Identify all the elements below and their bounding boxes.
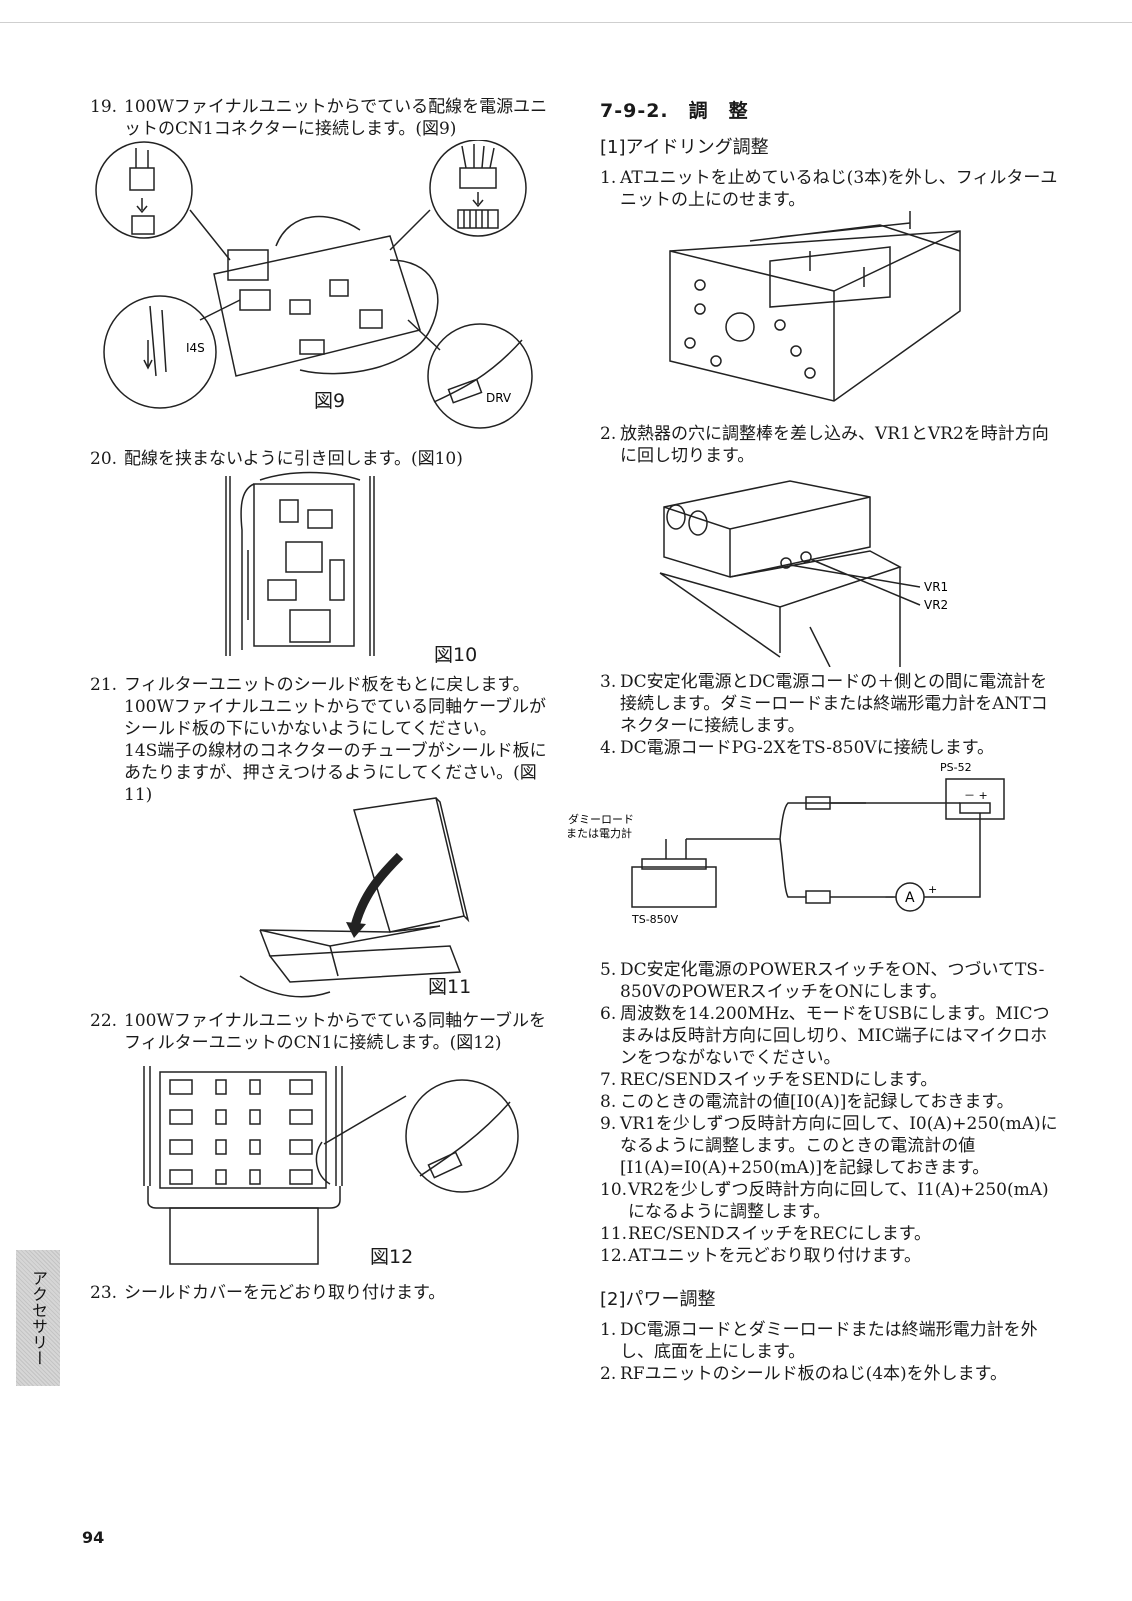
wiring-illustration: I4S DRV (95, 140, 533, 429)
section-heading: 7-9-2. 調 整 (600, 100, 749, 122)
step-number: 5. (600, 960, 617, 980)
top-rule (0, 22, 1132, 23)
step-text: 放熱器の穴に調整棒を差し込み、VR1とVR2を時計方向に回し切ります。 (620, 424, 1049, 466)
step-text: ATユニットを止めているねじ(3本)を外し、フィルターユニットの上にのせます。 (620, 168, 1058, 210)
step-number: 23. (90, 1283, 118, 1303)
label-meter-plus: + (928, 883, 937, 896)
label-14s: I4S (186, 341, 205, 355)
subsection-power: [2]パワー調整 (600, 1289, 716, 1310)
figure-9-caption: 図9 (314, 390, 346, 412)
step-number: 3. (600, 672, 617, 692)
label-terminal-polarity: － + (964, 789, 988, 802)
power-step-1: 1. DC電源コードとダミーロードまたは終端形電力計を外し、底面を上にします。 (600, 1319, 1060, 1363)
step-text-note: 14S端子の線材のコネクターのチューブがシールド板にあたりますが、押さえつけるよ… (124, 741, 547, 805)
step-number: 19. (90, 97, 118, 117)
step-number: 1. (600, 168, 617, 188)
vr-figure: VR1 VR2 (600, 477, 1060, 667)
step-text: DC電源コードPG-2XをTS-850Vに接続します。 (620, 738, 995, 758)
idling-step-5: 5. DC安定化電源のPOWERスイッチをON、つづいてTS-850VのPOWE… (600, 959, 1060, 1003)
at-unit-figure (600, 211, 1060, 411)
idling-step-8: 8. このときの電流計の値[I0(A)]を記録しておきます。 (600, 1091, 1060, 1113)
section-side-tab: アクセサリー (16, 1250, 60, 1386)
idling-step-12: 12. ATユニットを元どおり取り付けます。 (600, 1245, 1060, 1267)
step-text: このときの電流計の値[I0(A)]を記録しておきます。 (620, 1092, 1014, 1112)
step-text: REC/SENDスイッチをSENDにします。 (620, 1070, 938, 1090)
figure-11-caption: 図11 (428, 976, 472, 998)
step-text: ATユニットを元どおり取り付けます。 (628, 1246, 921, 1266)
idling-step-9: 9. VR1を少しずつ反時計方向に回して、I0(A)+250(mA)になるように… (600, 1113, 1060, 1179)
step-text: シールドカバーを元どおり取り付けます。 (124, 1283, 446, 1303)
page-number: 94 (82, 1528, 105, 1547)
step-text: DC電源コードとダミーロードまたは終端形電力計を外し、底面を上にします。 (620, 1320, 1038, 1362)
label-ammeter: A (905, 890, 915, 906)
label-power-meter: または電力計 (566, 826, 632, 840)
step-number: 10. (600, 1180, 628, 1200)
figure-12-caption: 図12 (370, 1246, 414, 1268)
coax-connection-illustration (143, 1066, 519, 1265)
step-20: 20. 配線を挟まないように引き回します。(図10) (90, 448, 550, 470)
step-number: 7. (600, 1070, 617, 1090)
idling-step-11: 11. REC/SENDスイッチをRECにします。 (600, 1223, 1060, 1245)
power-step-2: 2. RFユニットのシールド板のねじ(4本)を外します。 (600, 1363, 1060, 1385)
step-text: 100Wファイナルユニットからでている同軸ケーブルをフィルターユニットのCN1に… (124, 1011, 547, 1053)
subsection-idling: [1]アイドリング調整 (600, 137, 769, 158)
heatsink-illustration: VR1 VR2 (659, 480, 948, 667)
step-number: 9. (600, 1114, 617, 1134)
step-text: RFユニットのシールド板のねじ(4本)を外します。 (620, 1364, 1007, 1384)
step-number: 8. (600, 1092, 617, 1112)
step-text: VR1を少しずつ反時計方向に回して、I0(A)+250(mA)になるように調整し… (620, 1114, 1058, 1178)
step-number: 4. (600, 738, 617, 758)
step-23: 23. シールドカバーを元どおり取り付けます。 (90, 1282, 550, 1304)
step-number: 12. (600, 1246, 628, 1266)
label-drv: DRV (486, 391, 512, 405)
label-vr2: VR2 (924, 598, 948, 612)
side-tab-label: アクセサリー (29, 1270, 48, 1366)
connection-diagram: PS-52 － + ダミーロード または電力計 TS-850V － A + (566, 759, 1046, 949)
connection-diagram-svg: PS-52 － + ダミーロード または電力計 TS-850V － A + (566, 761, 1005, 926)
step-22: 22. 100Wファイナルユニットからでている同軸ケーブルをフィルターユニットの… (90, 1010, 550, 1054)
step-text: VR2を少しずつ反時計方向に回して、I1(A)+250(mA)になるように調整し… (628, 1180, 1049, 1222)
radio-chassis-illustration (669, 211, 961, 402)
figure-12: 図12 (90, 1066, 550, 1268)
step-text: 100Wファイナルユニットからでている配線を電源ユニットのCN1コネクターに接続… (124, 97, 548, 139)
label-ts850v: TS-850V (631, 913, 679, 926)
step-19: 19. 100Wファイナルユニットからでている配線を電源ユニットのCN1コネクタ… (90, 96, 550, 140)
figure-11: 図11 (90, 796, 550, 1000)
step-text: 配線を挟まないように引き回します。(図10) (124, 449, 463, 469)
right-column: 7-9-2. 調 整 [1]アイドリング調整 1. ATユニットを止めているねじ… (566, 96, 1060, 1385)
idling-step-10: 10. VR2を少しずつ反時計方向に回して、I1(A)+250(mA)になるよう… (600, 1179, 1060, 1223)
label-vr1: VR1 (924, 580, 948, 594)
step-21: 21. フィルターユニットのシールド板をもとに戻します。100Wファイナルユニッ… (90, 674, 550, 806)
unit-illustration (225, 471, 375, 656)
label-meter-minus: － (884, 891, 895, 904)
step-number: 2. (600, 424, 617, 444)
idling-step-7: 7. REC/SENDスイッチをSENDにします。 (600, 1069, 1060, 1091)
figure-9: I4S DRV 図9 (90, 140, 550, 430)
idling-step-6: 6. 周波数を14.200MHz、モードをUSBにします。MICつまみは反時計方… (600, 1003, 1060, 1069)
label-ps52: PS-52 (940, 761, 972, 774)
step-text: DC安定化電源とDC電源コードの＋側との間に電流計を接続します。ダミーロードまた… (620, 672, 1048, 736)
idling-step-2: 2. 放熱器の穴に調整棒を差し込み、VR1とVR2を時計方向に回し切ります。 (600, 423, 1060, 467)
figure-10: 図10 (90, 470, 550, 666)
idling-step-4: 4. DC電源コードPG-2XをTS-850Vに接続します。 (600, 737, 1060, 759)
step-number: 11. (600, 1224, 628, 1244)
step-number: 22. (90, 1011, 118, 1031)
left-column: 19. 100Wファイナルユニットからでている配線を電源ユニットのCN1コネクタ… (90, 96, 550, 1304)
idling-step-1: 1. ATユニットを止めているねじ(3本)を外し、フィルターユニットの上にのせま… (600, 167, 1060, 211)
figure-10-caption: 図10 (434, 644, 478, 666)
step-text: REC/SENDスイッチをRECにします。 (628, 1224, 932, 1244)
step-text: DC安定化電源のPOWERスイッチをON、つづいてTS-850VのPOWERスイ… (620, 960, 1045, 1002)
step-number: 21. (90, 675, 118, 695)
step-number: 6. (600, 1004, 617, 1024)
step-text: 周波数を14.200MHz、モードをUSBにします。MICつまみは反時計方向に回… (620, 1004, 1050, 1068)
step-number: 20. (90, 449, 118, 469)
label-dummy-load: ダミーロード (568, 812, 634, 826)
step-number: 2. (600, 1364, 617, 1384)
step-number: 1. (600, 1320, 617, 1340)
idling-step-3: 3. DC安定化電源とDC電源コードの＋側との間に電流計を接続します。ダミーロー… (600, 671, 1060, 737)
shield-plate-illustration (239, 797, 470, 998)
step-text: フィルターユニットのシールド板をもとに戻します。100Wファイナルユニットからで… (124, 675, 547, 739)
